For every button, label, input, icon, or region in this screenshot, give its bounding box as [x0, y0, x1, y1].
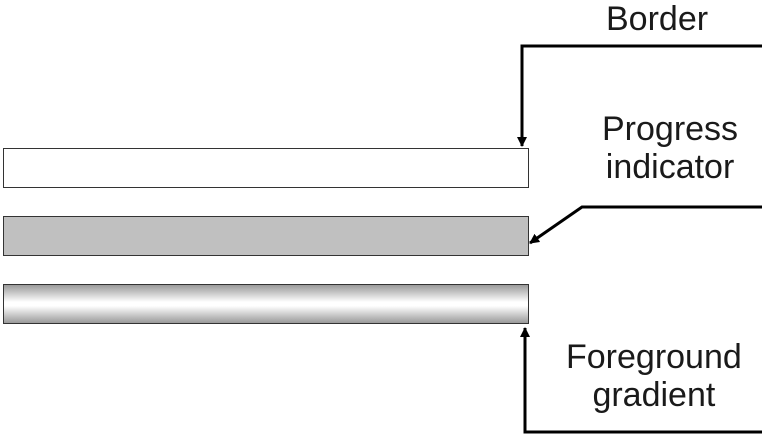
foreground-gradient-label-line2: gradient — [592, 376, 716, 414]
foreground-gradient-label: Foreground gradient — [566, 338, 742, 414]
border-label-text: Border — [606, 0, 709, 38]
border-leader-line — [517, 44, 762, 147]
progress-indicator-bar — [3, 216, 529, 256]
progress-indicator-label-line2: indicator — [605, 148, 735, 186]
progress-indicator-label-line1: Progress — [602, 110, 739, 148]
border-bar — [3, 148, 529, 188]
progress-leader-line — [529, 205, 762, 245]
foreground-gradient-label-line1: Foreground — [566, 338, 742, 376]
foreground-leader-line — [520, 327, 762, 434]
foreground-gradient-bar — [3, 284, 529, 324]
progress-indicator-label: Progress indicator — [602, 110, 738, 186]
border-label: Border — [606, 0, 708, 38]
